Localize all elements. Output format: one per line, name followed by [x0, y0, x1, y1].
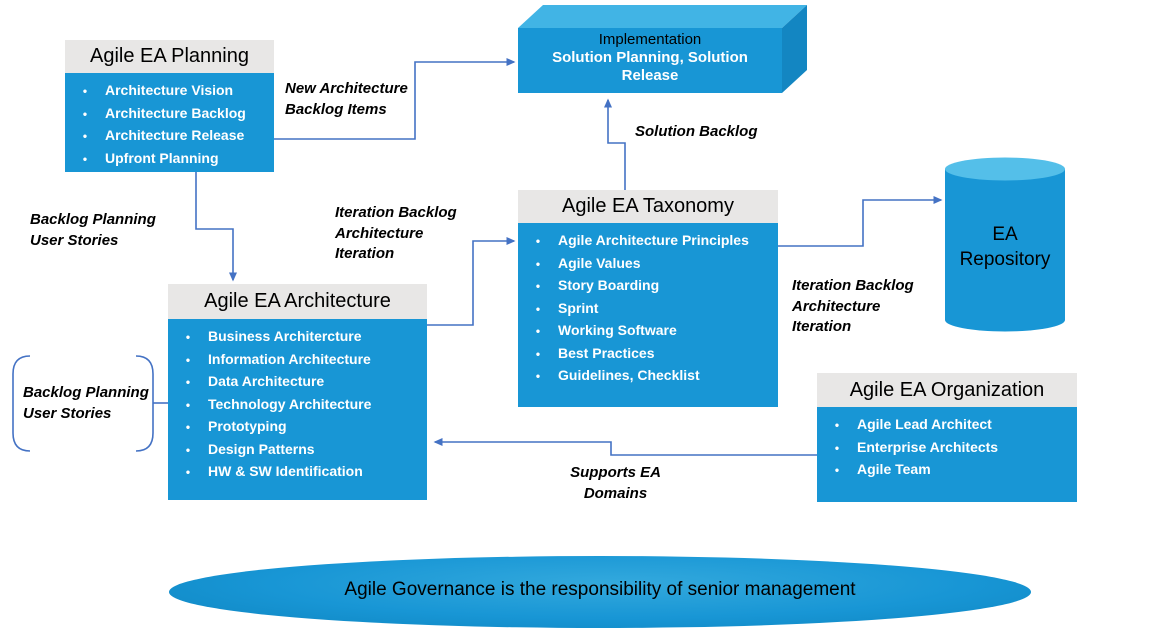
list-item-label: Architecture Release [105, 127, 245, 143]
label-line: Domains [583, 484, 648, 502]
governance-statement: Agile Governance is the responsibility o… [344, 579, 856, 600]
label-line: User Stories [23, 404, 112, 422]
list-item: Technology Architecture [168, 394, 427, 417]
list-item: Data Architecture [168, 371, 427, 394]
label-line: User Stories [30, 231, 119, 249]
label-line: Iteration [335, 245, 395, 262]
label-line: Backlog Planning [30, 211, 156, 228]
list-item: Working Software [518, 320, 778, 343]
implementation-box-top-face [518, 5, 807, 28]
architecture-box: Agile EA Architecture Business Architerc… [168, 284, 427, 500]
architecture-box-title: Agile EA Architecture [168, 284, 427, 319]
list-item-label: Story Boarding [558, 277, 660, 293]
label-iteration-backlog-right: Iteration Backlog Architecture Iteration [792, 276, 914, 338]
arrow-taxonomy-to-implementation [604, 98, 626, 190]
label-line: Supports EA [570, 464, 661, 481]
list-item: Information Architecture [168, 349, 427, 372]
list-item-label: Business Architercture [208, 328, 362, 344]
arrow-planning-to-implementation [274, 58, 516, 140]
list-item: Upfront Planning [65, 148, 274, 171]
arrow-architecture-to-taxonomy [427, 237, 516, 326]
arrow-planning-to-architecture [195, 172, 237, 282]
label-line: Architecture [335, 224, 424, 242]
arrow-organization-to-architecture [433, 438, 817, 456]
list-item-label: Upfront Planning [105, 149, 219, 166]
label-line: Iteration Backlog [335, 204, 457, 221]
cylinder-top-ellipse [945, 157, 1065, 181]
implementation-title: Implementation [598, 31, 702, 48]
list-item-label: Guidelines, Checklist [558, 367, 700, 383]
bracket-left-paren [12, 355, 31, 452]
architecture-list: Business Architercture Information Archi… [168, 319, 427, 500]
list-item-label: Data Architecture [208, 373, 325, 389]
list-item-label: Architecture Backlog [105, 104, 246, 121]
implementation-box-label: Implementation Solution Planning, Soluti… [518, 31, 782, 84]
list-item: HW & SW Identification [168, 461, 427, 484]
label-line: Iteration Backlog [792, 277, 914, 294]
list-item: Business Architercture [168, 326, 427, 349]
label-line: Backlog Planning [23, 384, 149, 401]
label-line: Solution Backlog [635, 123, 758, 140]
list-item-label: Prototyping [208, 418, 287, 434]
list-item-label: Agile Lead Architect [857, 416, 992, 432]
list-item-label: Agile Architecture Principles [558, 232, 749, 248]
cylinder-body [945, 169, 1065, 332]
list-item: Architecture Vision [65, 80, 274, 103]
organization-list: Agile Lead Architect Enterprise Architec… [817, 407, 1077, 502]
list-item-label: Design Patterns [208, 440, 315, 457]
implementation-box-front-face [518, 28, 782, 93]
label-iteration-backlog-mid: Iteration Backlog Architecture Iteration [335, 203, 457, 265]
list-item-label: HW & SW Identification [208, 463, 363, 479]
list-item-label: Sprint [558, 299, 599, 316]
label-new-architecture-backlog-items: New Architecture Backlog Items [285, 79, 408, 120]
list-item: Agile Architecture Principles [518, 230, 778, 253]
planning-list: Architecture Vision Architecture Backlog… [65, 73, 274, 172]
label-backlog-planning-user-stories-bracket: Backlog Planning User Stories [23, 383, 149, 424]
implementation-3d-box [518, 5, 807, 93]
governance-ellipse: Agile Governance is the responsibility o… [169, 556, 1031, 628]
ea-repository-label: EA Repository [959, 224, 1051, 270]
label-supports-ea-domains: Supports EA Domains [543, 463, 688, 504]
label-line: Iteration [792, 318, 852, 335]
list-item: Agile Team [817, 459, 1077, 482]
list-item: Guidelines, Checklist [518, 365, 778, 388]
label-line: Architecture [792, 297, 881, 315]
taxonomy-box-title: Agile EA Taxonomy [518, 190, 778, 223]
list-item-label: Information Architecture [208, 350, 371, 367]
list-item-label: Best Practices [558, 344, 655, 361]
backlog-bracket [12, 355, 168, 452]
organization-box-title: Agile EA Organization [817, 373, 1077, 407]
list-item: Best Practices [518, 343, 778, 366]
list-item: Prototyping [168, 416, 427, 439]
list-item-label: Agile Team [857, 461, 931, 477]
list-item-label: Enterprise Architects [857, 438, 999, 455]
label-line: New Architecture [285, 80, 408, 97]
list-item: Sprint [518, 298, 778, 321]
list-item-label: Agile Values [558, 254, 641, 271]
list-item-label: Working Software [558, 322, 677, 338]
planning-box-title: Agile EA Planning [65, 40, 274, 73]
planning-box: Agile EA Planning Architecture Vision Ar… [65, 40, 274, 172]
list-item: Enterprise Architects [817, 437, 1077, 460]
list-item: Architecture Release [65, 125, 274, 148]
list-item: Story Boarding [518, 275, 778, 298]
list-item-label: Technology Architecture [208, 395, 372, 412]
list-item-label: Architecture Vision [105, 82, 234, 98]
implementation-box-side-face [782, 5, 807, 93]
ea-repository-cylinder [945, 157, 1065, 332]
list-item: Design Patterns [168, 439, 427, 462]
implementation-subtitle: Solution Planning, Solution Release [552, 49, 748, 84]
label-line: Backlog Items [285, 100, 387, 118]
arrow-taxonomy-to-repository [778, 196, 943, 247]
taxonomy-box: Agile EA Taxonomy Agile Architecture Pri… [518, 190, 778, 407]
taxonomy-list: Agile Architecture Principles Agile Valu… [518, 223, 778, 407]
organization-box: Agile EA Organization Agile Lead Archite… [817, 373, 1077, 502]
list-item: Architecture Backlog [65, 103, 274, 126]
label-solution-backlog: Solution Backlog [635, 122, 758, 143]
list-item: Agile Values [518, 253, 778, 276]
label-backlog-planning-user-stories-top: Backlog Planning User Stories [30, 210, 156, 251]
list-item: Agile Lead Architect [817, 414, 1077, 437]
